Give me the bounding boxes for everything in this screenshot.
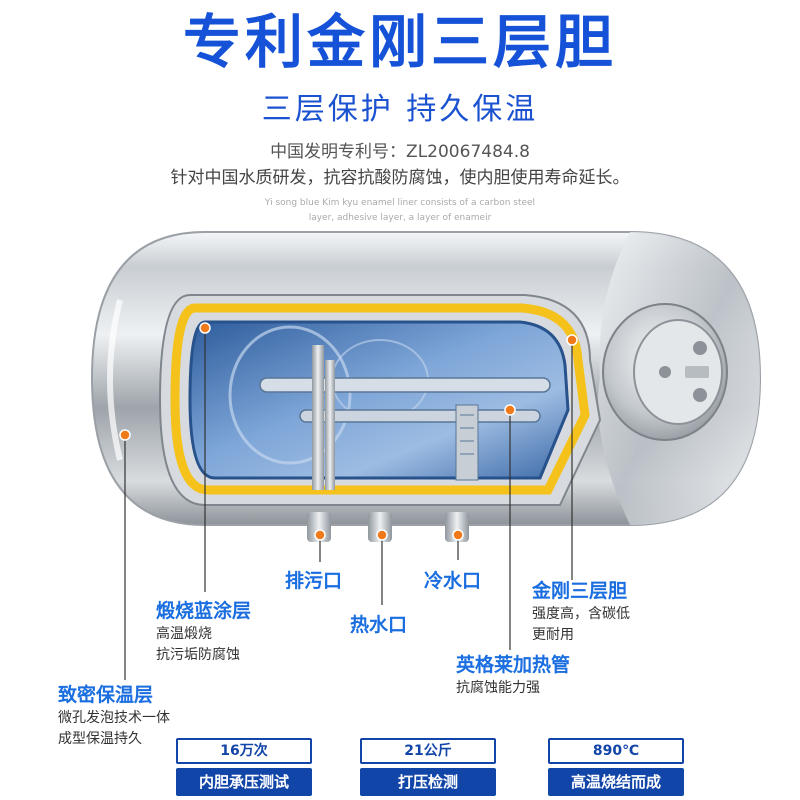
badge-bottom: 打压检测 [360, 768, 496, 796]
english-caption-line1: Yi song blue Kim kyu enamel liner consis… [264, 198, 536, 208]
marker-hot-water [376, 529, 388, 541]
marker-coating [199, 322, 211, 334]
markers [119, 322, 578, 541]
hot-water-label: 热水口 [350, 614, 408, 636]
marker-cold-water [452, 529, 464, 541]
tank-line2: 更耐用 [532, 627, 574, 643]
badge-bottom: 高温烧结而成 [548, 768, 684, 796]
english-caption-line2: layer, adhesive layer, a layer of enamei… [308, 213, 492, 223]
cold-water-label: 冷水口 [424, 570, 482, 592]
insulation-line1: 微孔发泡技术一体 [58, 710, 170, 726]
description-text: 针对中国水质研发，抗容抗酸防腐蚀，使内胆使用寿命延长。 [170, 168, 630, 188]
heater-line1: 抗腐蚀能力强 [456, 680, 540, 696]
leader-lines [124, 328, 573, 680]
badge-pressure-check: 21公斤 打压检测 [360, 738, 496, 796]
marker-heater [504, 404, 516, 416]
page-subtitle: 三层保护 持久保温 [261, 92, 539, 127]
marker-drain [314, 529, 326, 541]
tank-title: 金刚三层胆 [532, 580, 628, 602]
badge-top: 890℃ [548, 738, 684, 764]
tank-line1: 强度高，含碳低 [532, 606, 630, 622]
coating-title: 煅烧蓝涂层 [156, 600, 252, 622]
badge-top: 21公斤 [360, 738, 496, 764]
marker-tank [566, 334, 578, 346]
coating-callout: 煅烧蓝涂层 高温煅烧 抗污垢防腐蚀 [156, 598, 251, 666]
page-title: 专利金刚三层胆 [182, 8, 617, 76]
badge-bottom: 内胆承压测试 [176, 768, 312, 796]
marker-insulation [119, 429, 131, 441]
coating-line2: 抗污垢防腐蚀 [156, 647, 240, 663]
heater-title: 英格莱加热管 [456, 654, 571, 676]
insulation-line2: 成型保温持久 [58, 731, 142, 747]
insulation-callout: 致密保温层 微孔发泡技术一体 成型保温持久 [58, 682, 170, 750]
badge-sintering: 890℃ 高温烧结而成 [548, 738, 684, 796]
patent-number: 中国发明专利号：ZL20067484.8 [270, 142, 530, 162]
badge-pressure-test: 16万次 内胆承压测试 [176, 738, 312, 796]
heater-callout: 英格莱加热管 抗腐蚀能力强 [456, 652, 570, 699]
flange [602, 303, 728, 441]
coating-line1: 高温煅烧 [156, 626, 212, 642]
tank-cutaway [158, 294, 602, 506]
badge-top: 16万次 [176, 738, 312, 764]
drain-label: 排污口 [285, 570, 343, 592]
insulation-title: 致密保温层 [58, 684, 154, 706]
tank-callout: 金刚三层胆 强度高，含碳低 更耐用 [532, 578, 630, 646]
